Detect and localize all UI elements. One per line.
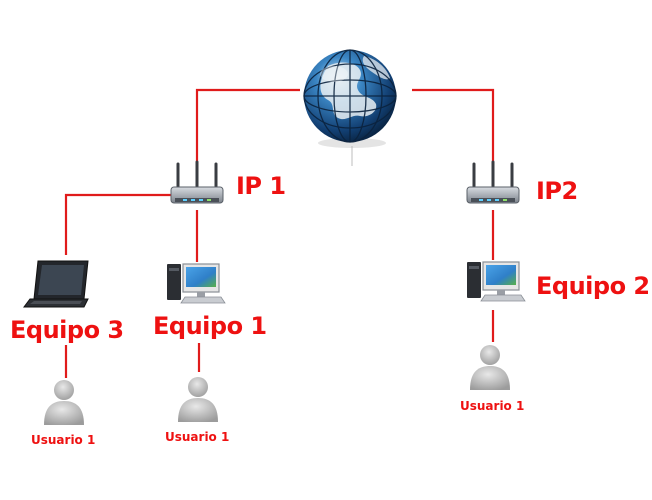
desktop-pc-1-icon	[167, 263, 226, 304]
router-1-icon	[170, 160, 224, 204]
usuario-label-equipo2: Usuario 1	[460, 399, 525, 413]
link-internet-router2	[412, 88, 495, 168]
user-icon	[178, 377, 218, 422]
equipo-1-label: Equipo 1	[153, 312, 267, 340]
desktop-pc-2-icon	[467, 261, 526, 302]
link-router1-equipo3	[64, 193, 172, 255]
user-icon	[44, 380, 84, 425]
usuario-label-equipo1: Usuario 1	[165, 430, 230, 444]
router-2-icon	[466, 160, 520, 204]
globe-icon	[303, 49, 397, 166]
router-2-label: IP2	[536, 177, 578, 205]
usuario-label-equipo3: Usuario 1	[31, 433, 96, 447]
equipo-3-label: Equipo 3	[10, 316, 124, 344]
user-icon	[470, 345, 510, 390]
laptop-icon	[23, 260, 89, 308]
link-internet-router1	[195, 88, 300, 168]
router-1-label: IP 1	[236, 172, 286, 200]
connection-lines	[64, 88, 495, 378]
equipo-2-label: Equipo 2	[536, 272, 650, 300]
